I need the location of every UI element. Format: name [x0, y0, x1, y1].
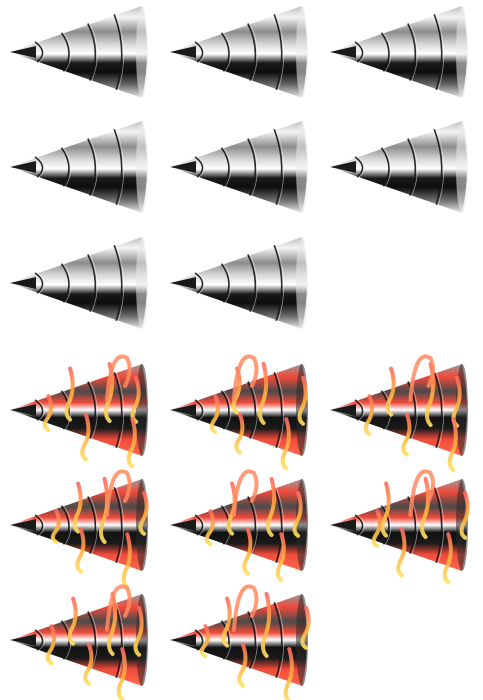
flaming-drill-cone-icon	[170, 354, 308, 471]
chrome-drill-cone-icon	[170, 237, 308, 329]
chrome-drill-cone-icon	[10, 121, 148, 213]
chrome-drill-cone-icon	[10, 237, 148, 329]
flaming-drill-cone-icon	[330, 354, 468, 473]
flaming-drill-cone-icon	[10, 469, 149, 590]
chrome-drill-cone-icon	[170, 121, 308, 213]
flaming-drill-cone-icon	[170, 469, 308, 583]
flaming-drill-cone-icon	[170, 584, 311, 700]
chrome-drill-cone-icon	[10, 6, 148, 98]
flaming-drill-cone-icon	[330, 469, 470, 585]
flaming-drill-cone-icon	[10, 584, 148, 700]
flaming-drill-cone-icon	[10, 354, 148, 469]
chrome-drill-cone-icon	[170, 6, 308, 98]
chrome-drill-cone-icon	[330, 6, 468, 98]
chrome-drill-cone-icon	[330, 121, 468, 213]
